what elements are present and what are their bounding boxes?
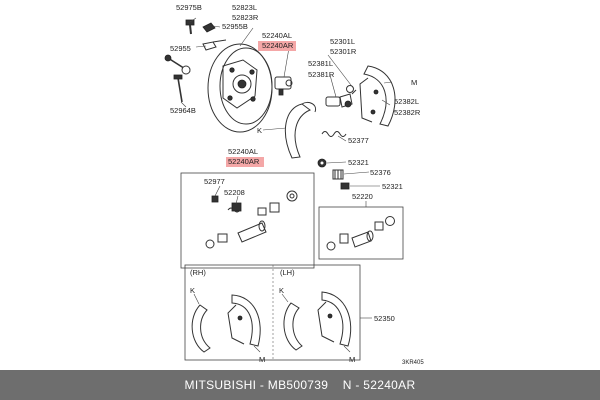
label-52350: 52350 xyxy=(374,314,395,323)
label-k-rh: K xyxy=(190,286,195,295)
label-lh: (LH) xyxy=(280,268,295,277)
washer-52955-icon xyxy=(181,65,191,75)
label-52240ar-mid: 52240AR xyxy=(228,157,260,166)
label-52382r: 52382R xyxy=(394,108,421,117)
brake-shoe-k-top-icon xyxy=(284,101,317,159)
bolt-52975b-icon xyxy=(185,19,195,35)
brake-shoe-rh-k-icon xyxy=(191,304,211,353)
pin-52964b-icon xyxy=(173,74,183,103)
brake-shoe-m-top-icon xyxy=(359,65,396,127)
brake-shoe-lh-m-icon xyxy=(317,291,352,347)
label-52321-a: 52321 xyxy=(348,158,369,167)
highlight-52240ar-mid xyxy=(226,157,264,167)
diagram-code: 3KR405 xyxy=(402,360,424,366)
label-52382l: 52382L xyxy=(394,97,419,106)
label-52240al-mid: 52240AL xyxy=(228,147,258,156)
wheel-cylinder-kit-box xyxy=(180,172,315,269)
label-52381l: 52381L xyxy=(308,59,333,68)
label-52377: 52377 xyxy=(348,136,369,145)
label-k-lh: K xyxy=(279,286,284,295)
repair-kit-box xyxy=(318,206,404,260)
washer-52321-icon xyxy=(317,158,327,168)
spring-52376-icon xyxy=(332,169,344,180)
label-m-rh: M xyxy=(259,355,265,364)
label-k-top: K xyxy=(257,126,262,135)
adjuster-52381-icon xyxy=(325,85,357,108)
brake-shoe-lh-k-icon xyxy=(283,302,303,351)
label-52321-b: 52321 xyxy=(382,182,403,191)
label-52964b: 52964B xyxy=(170,106,196,115)
wheel-cylinder-kit-icon xyxy=(205,190,298,249)
label-52977: 52977 xyxy=(204,177,225,186)
label-52301l: 52301L xyxy=(330,37,355,46)
clip-52959-icon xyxy=(202,22,216,33)
label-m-lh: M xyxy=(349,355,355,364)
shoe-set-box xyxy=(184,264,361,361)
label-52220: 52220 xyxy=(352,192,373,201)
label-rh: (RH) xyxy=(190,268,206,277)
backing-plate-52823-icon xyxy=(207,43,273,133)
brake-shoe-rh-m-icon xyxy=(227,294,261,347)
repair-kit-icon xyxy=(326,216,395,251)
pin-52955-icon xyxy=(202,39,227,51)
footer-bar: MITSUBISHI - MB500739 N - 52240AR xyxy=(0,370,600,400)
spring-52377-icon xyxy=(321,131,347,137)
wheel-cylinder-top-icon xyxy=(274,76,293,96)
label-52955: 52955 xyxy=(170,44,191,53)
label-52240ar-top: 52240AR xyxy=(262,41,294,50)
label-52301r: 52301R xyxy=(330,47,357,56)
label-52823r: 52823R xyxy=(232,13,259,22)
part-number-text: MITSUBISHI - MB500739 N - 52240AR xyxy=(184,378,416,392)
label-52208: 52208 xyxy=(224,188,245,197)
parts-diagram: 52975B 52823L 52823R 52955B 52955 52240A… xyxy=(164,3,424,366)
cup-52321-icon xyxy=(340,182,350,190)
label-52240al-top: 52240AL xyxy=(262,31,292,40)
label-52381r: 52381R xyxy=(308,70,335,79)
label-52975b: 52975B xyxy=(176,3,202,12)
label-52823l: 52823L xyxy=(232,3,257,12)
label-52955b: 52955B xyxy=(222,22,248,31)
label-52376: 52376 xyxy=(370,168,391,177)
label-m-top: M xyxy=(411,78,417,87)
highlight-52240ar-top xyxy=(258,41,296,51)
